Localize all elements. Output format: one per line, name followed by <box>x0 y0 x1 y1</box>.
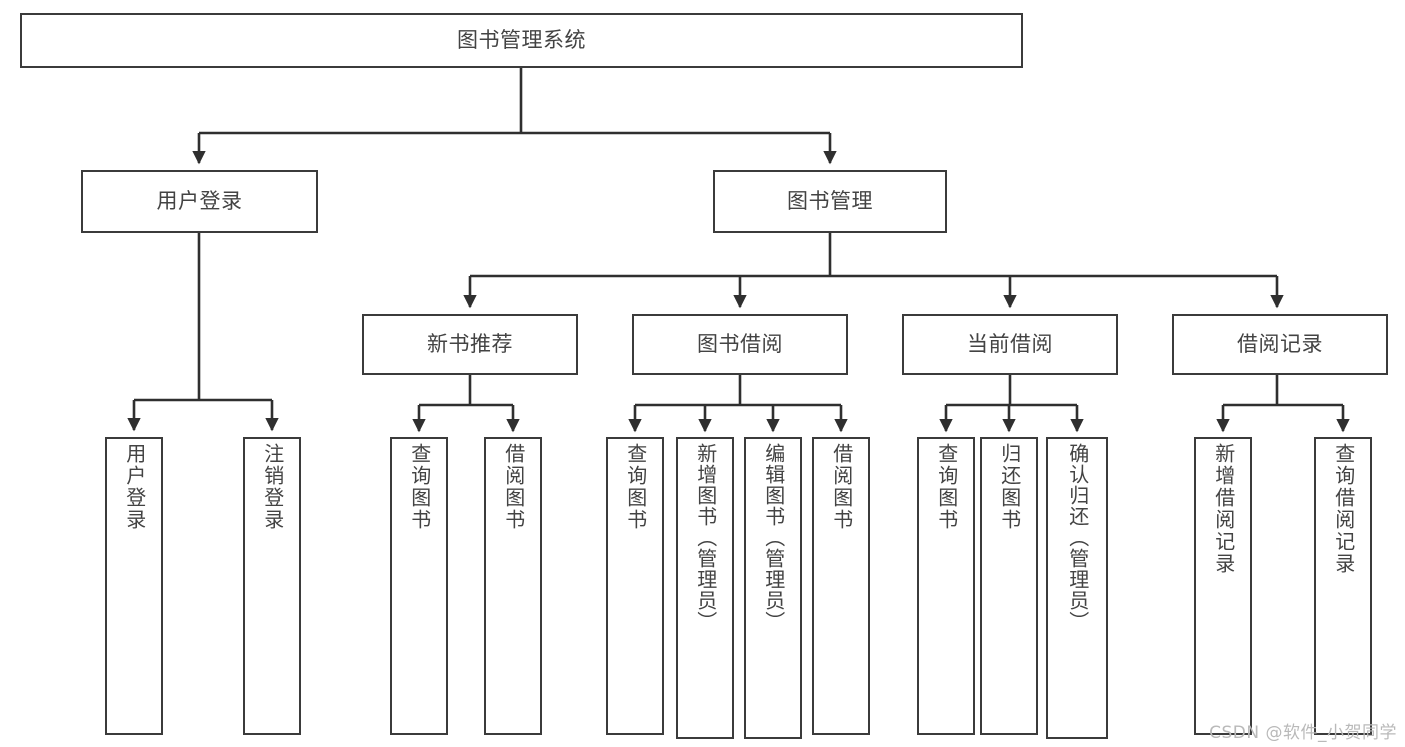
node-label: 注销登录 <box>260 443 285 531</box>
node-book-management[interactable]: 图书管理 <box>713 170 947 233</box>
node-label: 图书管理 <box>787 189 873 214</box>
node-leaf-confirm-return-admin[interactable]: 确认归还（管理员） <box>1046 437 1108 739</box>
node-root-system[interactable]: 图书管理系统 <box>20 13 1023 68</box>
node-label: 归还图书 <box>997 443 1022 531</box>
node-label: 当前借阅 <box>967 332 1053 357</box>
watermark-text: CSDN @软件_小贺同学 <box>1209 723 1397 743</box>
node-label: 新增图书（管理员） <box>693 443 718 632</box>
node-new-book-recommend[interactable]: 新书推荐 <box>362 314 578 375</box>
node-leaf-add-book-admin[interactable]: 新增图书（管理员） <box>676 437 734 739</box>
node-borrow-record[interactable]: 借阅记录 <box>1172 314 1388 375</box>
node-label: 借阅图书 <box>501 443 526 531</box>
node-label: 查询图书 <box>407 443 432 531</box>
node-label: 借阅记录 <box>1237 332 1323 357</box>
node-leaf-query-book-borrow[interactable]: 查询图书 <box>606 437 664 735</box>
node-leaf-borrow-book-recommend[interactable]: 借阅图书 <box>484 437 542 735</box>
node-label: 借阅图书 <box>829 443 854 531</box>
node-label: 图书管理系统 <box>457 28 586 53</box>
node-leaf-edit-book-admin[interactable]: 编辑图书（管理员） <box>744 437 802 739</box>
node-leaf-query-book-current[interactable]: 查询图书 <box>917 437 975 735</box>
node-label: 用户登录 <box>156 189 243 214</box>
node-label: 图书借阅 <box>697 332 783 357</box>
node-label: 新书推荐 <box>427 332 513 357</box>
node-leaf-user-login[interactable]: 用户登录 <box>105 437 163 735</box>
node-label: 确认归还（管理员） <box>1065 443 1090 632</box>
node-current-borrow[interactable]: 当前借阅 <box>902 314 1118 375</box>
node-label: 编辑图书（管理员） <box>761 443 786 632</box>
node-leaf-logout[interactable]: 注销登录 <box>243 437 301 735</box>
node-leaf-query-borrow-record[interactable]: 查询借阅记录 <box>1314 437 1372 735</box>
node-book-borrow[interactable]: 图书借阅 <box>632 314 848 375</box>
node-label: 用户登录 <box>122 443 147 531</box>
node-label: 查询借阅记录 <box>1331 443 1356 575</box>
node-user-login[interactable]: 用户登录 <box>81 170 318 233</box>
node-label: 查询图书 <box>934 443 959 531</box>
node-leaf-borrow-book[interactable]: 借阅图书 <box>812 437 870 735</box>
node-leaf-query-book-recommend[interactable]: 查询图书 <box>390 437 448 735</box>
node-leaf-add-borrow-record[interactable]: 新增借阅记录 <box>1194 437 1252 735</box>
node-label: 新增借阅记录 <box>1211 443 1236 575</box>
node-label: 查询图书 <box>623 443 648 531</box>
node-leaf-return-book[interactable]: 归还图书 <box>980 437 1038 735</box>
